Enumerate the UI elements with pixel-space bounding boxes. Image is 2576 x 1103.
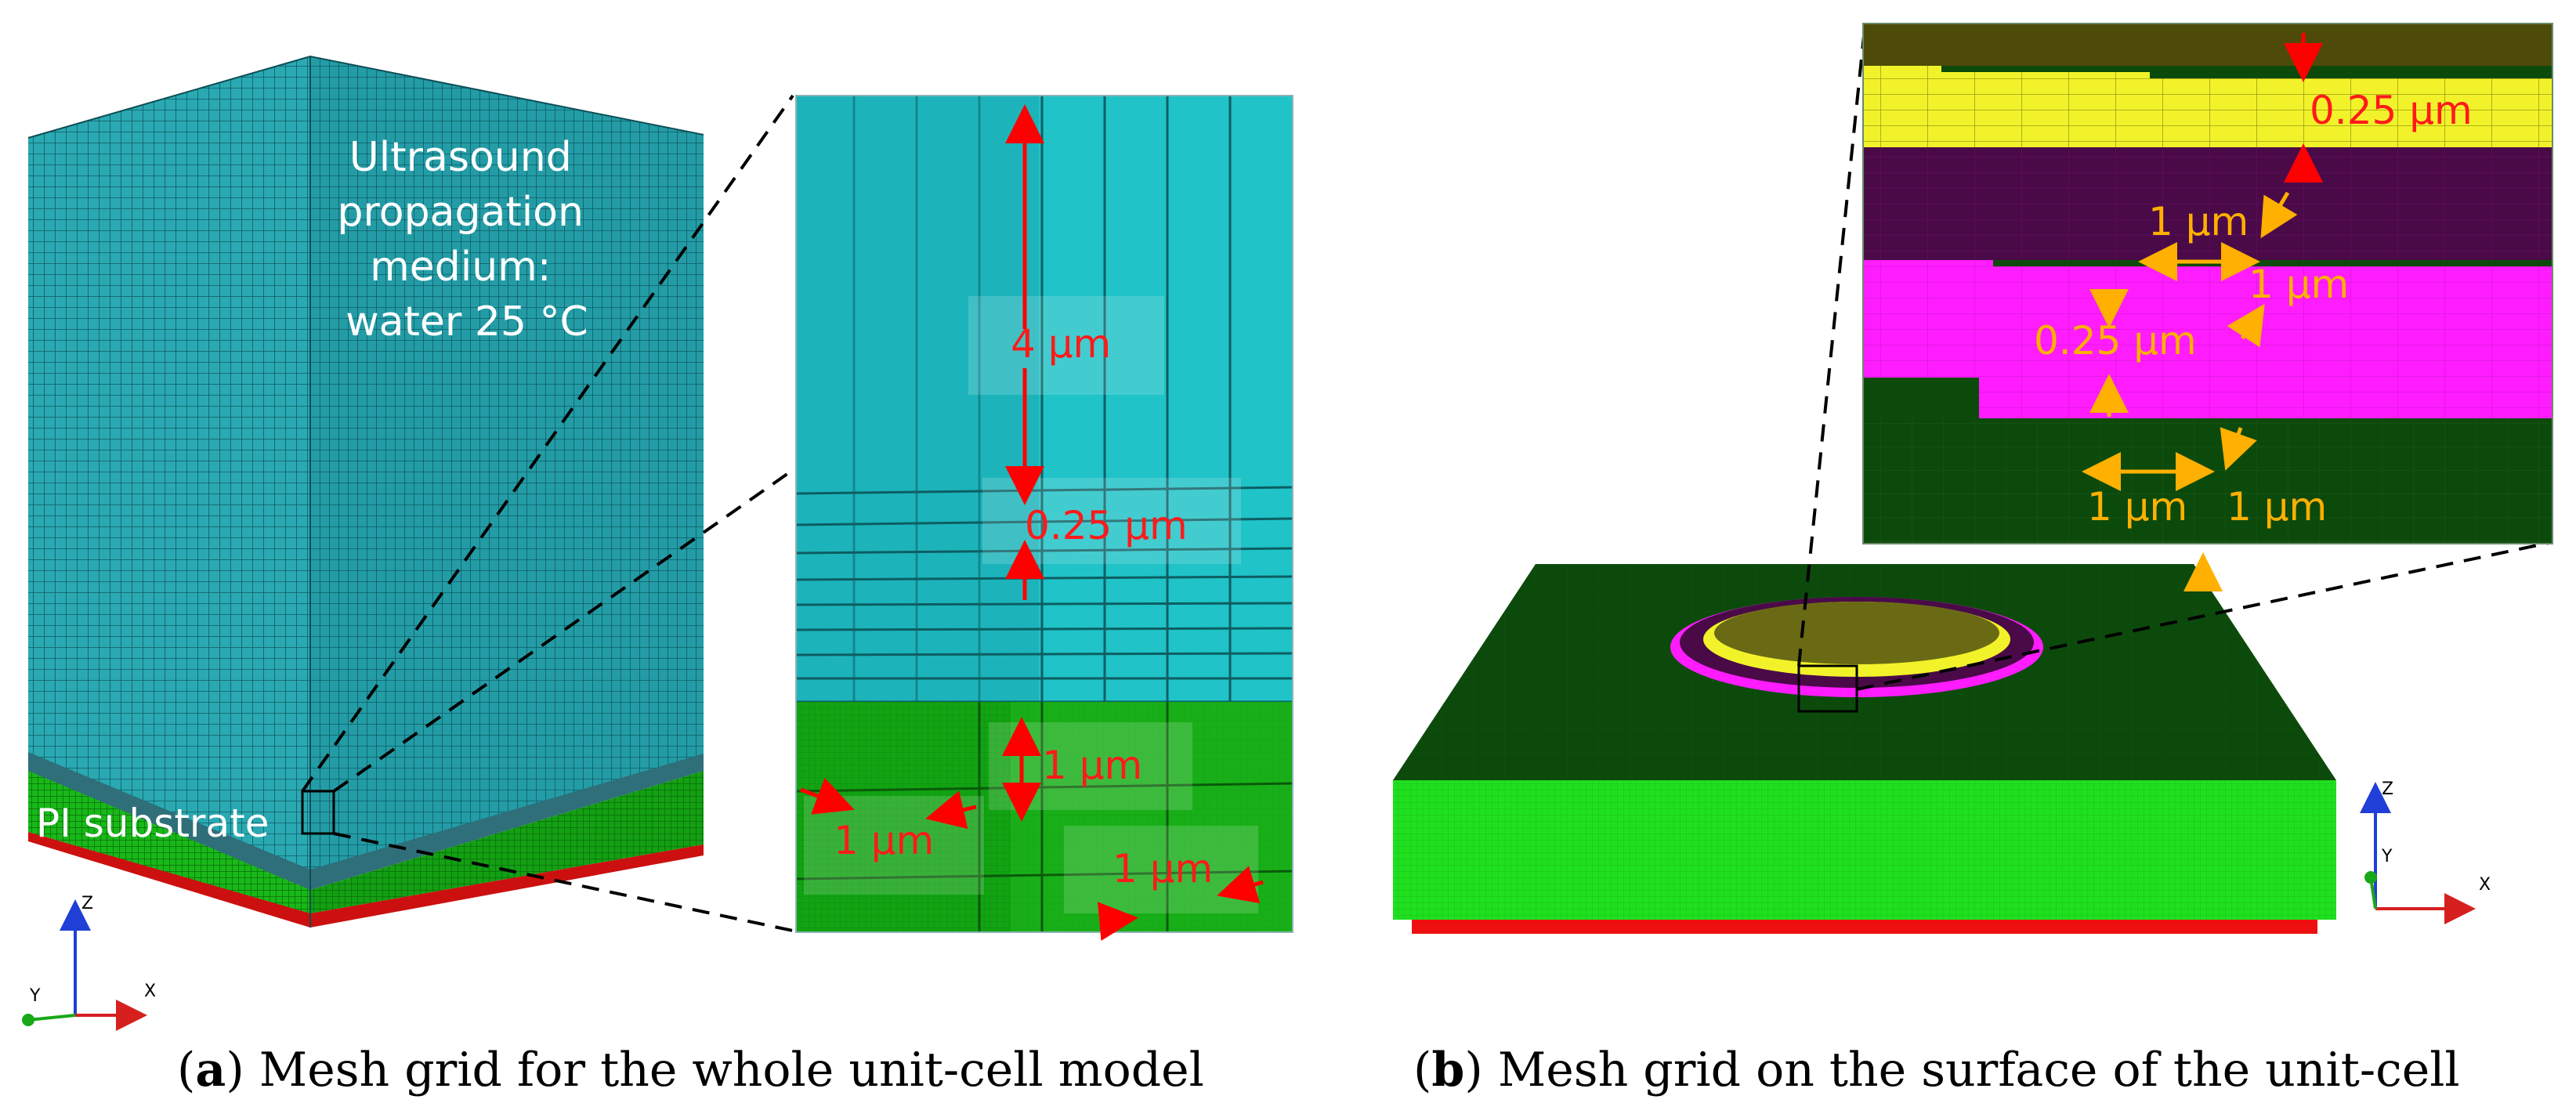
pi-substrate-block [28, 752, 704, 928]
dim-label-yellow-0p25um: 0.25 µm [2310, 88, 2473, 133]
medium-label: Ultrasound propagation medium: water 25 … [338, 134, 597, 345]
caption-a-open: ( [177, 1043, 195, 1098]
axis-label-x: X [144, 982, 156, 1001]
dim-label-green-1um: 1 µm [2087, 484, 2187, 530]
dim-label-0p25um-a: 0.25 µm [1025, 503, 1188, 548]
caption-b-text: ) Mesh grid on the surface of the unit-c… [1464, 1043, 2459, 1098]
dim-label-green-side-1um: 1 µm [2227, 484, 2327, 530]
pi-substrate-label: PI substrate [36, 801, 270, 846]
caption-b: (b) Mesh grid on the surface of the unit… [1413, 1043, 2460, 1098]
zoom-source-box-a [301, 790, 335, 835]
caption-b-open: ( [1413, 1043, 1431, 1098]
device-block [1393, 564, 2336, 934]
electrode-layer-a [28, 832, 704, 928]
dim-label-1um-vertical: 1 µm [1042, 743, 1142, 788]
dim-arrows-a [800, 104, 1264, 941]
caption-a-letter: a [195, 1043, 226, 1098]
medium-label-line: propagation [338, 189, 584, 236]
medium-label-line: medium: [370, 244, 551, 291]
dim-label-1um-left: 1 µm [834, 818, 934, 863]
dim-label-4um: 4 µm [1011, 321, 1111, 367]
panel-a: Ultrasound propagation medium: water 25 … [22, 55, 1293, 1098]
axis-label-z: Z [81, 894, 93, 913]
medium-label-line: Ultrasound [349, 134, 572, 181]
dim-label-purple-side-1um: 1 µm [2249, 262, 2349, 307]
axis-label-x-b: X [2479, 875, 2491, 895]
caption-a-text: ) Mesh grid for the whole unit-cell mode… [226, 1043, 1204, 1098]
axis-label-z-b: Z [2382, 779, 2393, 799]
panel-b: 0.25 µm 1 µm 1 µm 0.25 µm 1 µm 1 µm Z Y … [1393, 23, 2553, 1098]
center-electrode [1714, 602, 1999, 664]
axis-label-y: Y [29, 986, 41, 1006]
dim-arrows-b-orange [2082, 191, 2298, 591]
water-block [28, 56, 704, 882]
medium-label-line: water 25 °C [346, 298, 588, 345]
dim-label-magenta-0p25um: 0.25 µm [2034, 318, 2197, 363]
caption-a: (a) Mesh grid for the whole unit-cell mo… [177, 1043, 1204, 1098]
axis-triad-b: Z Y X [2360, 779, 2491, 924]
axis-triad-a: Z Y X [22, 894, 156, 1031]
dim-label-purple-1um: 1 µm [2148, 199, 2249, 244]
axis-label-y-b: Y [2381, 847, 2393, 866]
dim-label-1um-right: 1 µm [1113, 846, 1213, 891]
caption-b-letter: b [1431, 1043, 1464, 1098]
electrode-layer-b [1412, 920, 2317, 934]
